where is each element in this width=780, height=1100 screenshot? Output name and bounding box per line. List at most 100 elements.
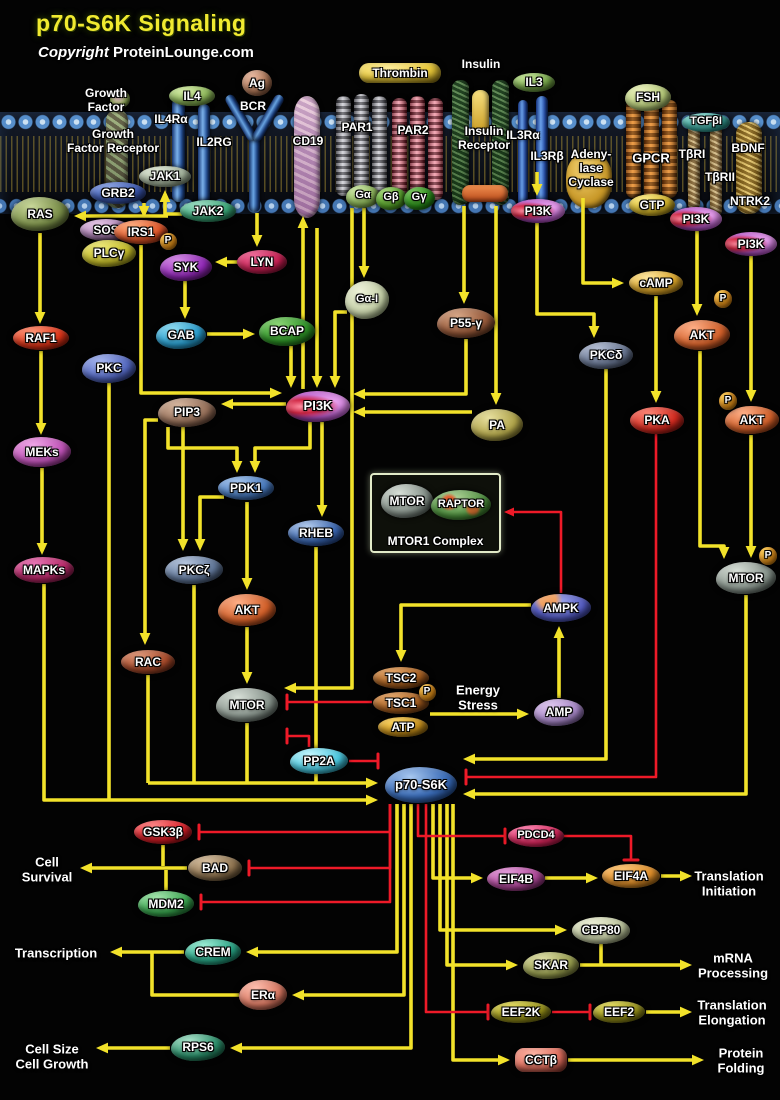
- receptor-insulin-receptor-rod-b[interactable]: [492, 80, 509, 205]
- node-ga[interactable]: Gα: [346, 184, 380, 208]
- node-rheb[interactable]: RHEB: [288, 520, 344, 546]
- node-p-tsc[interactable]: P: [418, 683, 436, 701]
- node-label: RAF1: [25, 330, 57, 345]
- node-grb2[interactable]: GRB2: [90, 182, 146, 204]
- node-cctb[interactable]: CCTβ: [515, 1048, 567, 1072]
- node-cbp80[interactable]: CBP80: [572, 916, 630, 944]
- edge: [163, 198, 182, 216]
- arrowhead: [555, 924, 567, 936]
- receptor-gpcr-cylinder-3[interactable]: [662, 100, 677, 198]
- node-label: P55-γ: [449, 315, 483, 330]
- receptor-gpcr-cylinder-1[interactable]: [626, 100, 641, 198]
- node-lyn[interactable]: LYN: [237, 250, 287, 274]
- node-label: MDM2: [148, 896, 184, 911]
- arrowhead: [650, 391, 662, 403]
- receptor-tgfb-receptor-rod-a[interactable]: [688, 118, 700, 210]
- node-pkc[interactable]: PKC: [82, 353, 136, 383]
- node-eif4a[interactable]: EIF4A: [602, 864, 660, 888]
- node-eif4b[interactable]: EIF4B: [487, 867, 545, 891]
- arrowhead: [329, 376, 341, 388]
- node-raf1[interactable]: RAF1: [13, 326, 69, 350]
- node-plcg[interactable]: PLCγ: [82, 239, 136, 267]
- receptor-par1-cylinder-3[interactable]: [372, 96, 387, 196]
- node-atp[interactable]: ATP: [378, 717, 428, 737]
- node-label: EEF2K: [501, 1004, 541, 1019]
- node-bad[interactable]: BAD: [188, 855, 242, 881]
- node-il4[interactable]: IL4: [169, 86, 215, 106]
- receptor-growth-factor-ligand[interactable]: [110, 90, 130, 108]
- node-label: EEF2: [603, 1004, 634, 1019]
- node-pka[interactable]: PKA: [630, 406, 684, 434]
- node-jak2[interactable]: JAK2: [180, 200, 236, 222]
- node-rac[interactable]: RAC: [121, 650, 175, 674]
- receptor-insulin-receptor-rod-a[interactable]: [452, 80, 469, 205]
- receptor-tgfb-receptor-rod-b[interactable]: [710, 126, 722, 216]
- receptor-adenylase-cyclase-body[interactable]: [566, 152, 612, 208]
- node-pkcd[interactable]: PKCδ: [579, 341, 633, 369]
- label-par2: PAR2: [397, 122, 429, 137]
- node-label: P: [719, 292, 727, 304]
- receptor-par1-cylinder-1[interactable]: [336, 96, 351, 196]
- node-gtp[interactable]: GTP: [629, 194, 675, 216]
- receptor-il4-receptor-rod-b[interactable]: [198, 104, 210, 204]
- node-label: P: [164, 234, 172, 246]
- node-ag[interactable]: Ag: [242, 70, 272, 96]
- node-label: Gβ: [383, 191, 399, 204]
- node-pi3k-ntrk2[interactable]: PI3K: [725, 232, 777, 256]
- receptor-cd19-body[interactable]: [294, 96, 320, 218]
- node-jak1[interactable]: JAK1: [139, 165, 191, 187]
- receptor-insulin-receptor-foot[interactable]: [462, 185, 508, 202]
- node-syk[interactable]: SYK: [160, 253, 212, 281]
- arrowhead: [36, 543, 48, 555]
- node-gb[interactable]: Gβ: [375, 186, 407, 210]
- node-label: PKCζ: [178, 562, 210, 577]
- receptor-par2-cylinder-2[interactable]: [410, 96, 425, 202]
- node-label: GSK3β: [142, 824, 183, 839]
- receptor-gpcr-cylinder-2[interactable]: [644, 98, 659, 200]
- node-gg[interactable]: Gγ: [403, 186, 435, 210]
- node-label: P: [423, 685, 431, 697]
- arrowhead: [353, 406, 365, 418]
- node-label: MAPKs: [22, 562, 65, 577]
- node-pip3[interactable]: PIP3: [158, 397, 216, 427]
- receptor-insulin-core[interactable]: [472, 90, 489, 135]
- arrowhead: [358, 266, 370, 278]
- receptor-par2-cylinder-1[interactable]: [392, 98, 407, 200]
- node-thrombin[interactable]: Thrombin: [359, 63, 441, 83]
- node-p-mtor-right[interactable]: P: [759, 547, 777, 565]
- node-gab[interactable]: GAB: [156, 321, 206, 349]
- node-p-akt-mid[interactable]: P: [714, 290, 732, 308]
- arrowhead: [692, 1054, 704, 1066]
- arrowhead: [177, 539, 189, 551]
- node-pi3k-tbr[interactable]: PI3K: [670, 207, 722, 231]
- node-label: BCAP: [269, 323, 304, 338]
- node-p-akt-right[interactable]: P: [719, 392, 737, 410]
- receptor-par1-cylinder-2[interactable]: [354, 94, 369, 198]
- node-tgfbi[interactable]: TGFβI: [682, 112, 730, 132]
- receptor-bcr-stem[interactable]: [249, 132, 260, 212]
- node-bcap[interactable]: BCAP: [259, 316, 315, 346]
- label-il2rg: IL2RG: [196, 134, 232, 149]
- node-fsh[interactable]: FSH: [625, 83, 671, 111]
- node-rps6[interactable]: RPS6: [171, 1033, 225, 1061]
- receptor-par2-cylinder-3[interactable]: [428, 98, 443, 200]
- receptor-il3-receptor-rod-a[interactable]: [518, 100, 528, 212]
- node-pi3k-c[interactable]: PI3K: [286, 390, 350, 422]
- label-protein-folding: Protein Folding: [717, 1045, 765, 1076]
- node-label: PI3K: [303, 398, 333, 414]
- node-camp[interactable]: cAMP: [629, 271, 683, 295]
- node-amp[interactable]: AMP: [534, 698, 584, 726]
- node-gsk3b[interactable]: GSK3β: [134, 820, 192, 844]
- node-pdk1[interactable]: PDK1: [218, 476, 274, 500]
- node-label: PLCγ: [93, 245, 125, 260]
- edge: [512, 510, 563, 593]
- node-skar[interactable]: SKAR: [523, 951, 579, 979]
- node-il3[interactable]: IL3: [513, 72, 555, 92]
- node-pi3k-il3[interactable]: PI3K: [511, 199, 565, 223]
- receptor-ntrk2-body[interactable]: [736, 122, 762, 214]
- node-pdcd4[interactable]: PDCD4: [508, 825, 564, 847]
- node-label: CBP80: [581, 922, 621, 937]
- label-par1: PAR1: [341, 119, 373, 134]
- node-p-irs1[interactable]: P: [159, 232, 177, 250]
